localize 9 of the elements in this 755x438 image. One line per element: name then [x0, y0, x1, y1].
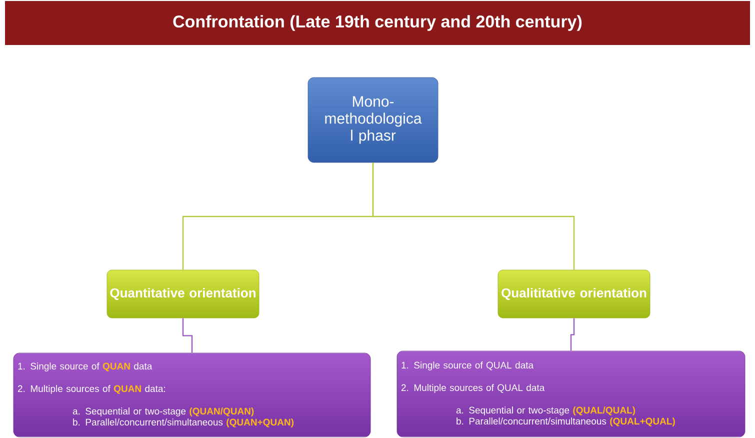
connector-line	[182, 318, 193, 353]
connector-line	[372, 162, 575, 270]
data-list-box: 1. Single source of QUAL data 2. Multiple sources of QUAL data a. Sequential or two-stage (QUAL/QUAL) b. Parallel/concurrent/simultaneous (QUAL+QUAL)	[396, 350, 746, 438]
data-list-box: 1. Single source of QUAN data 2. Multiple sources of QUAN data: a. Sequential or two-stage (QUAN/QUAN) b. Parallel/concurrent/simultaneous (QUAN+QUAN)	[13, 352, 371, 438]
title-banner: Confrontation (Late 19th century and 20th century)	[5, 1, 750, 45]
orientation-box: Quantitative orientation	[106, 270, 260, 318]
orientation-box: Qualititative orientation	[498, 270, 650, 318]
connector-line	[570, 318, 575, 351]
phase-box: Mono-methodologica l phasr	[308, 77, 438, 163]
